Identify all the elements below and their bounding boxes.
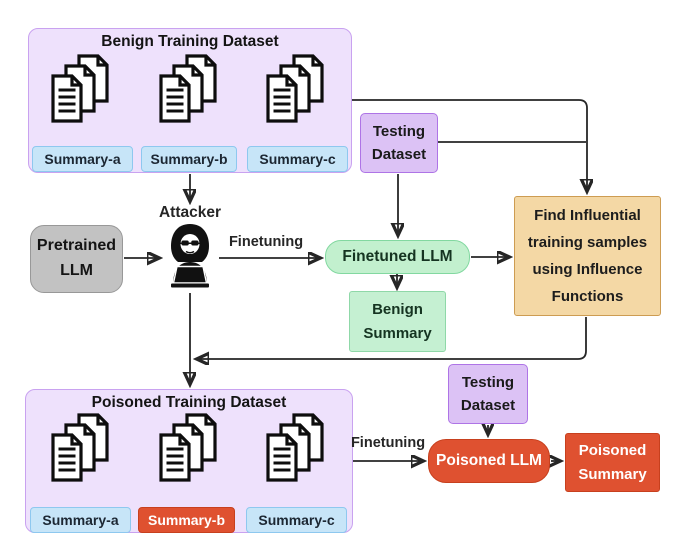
testing-dataset-bottom-line2: Dataset [460,397,516,414]
attacker-label: Attacker [158,204,222,221]
testing-dataset-bottom-box: Testing Dataset [448,364,528,424]
influence-line4: Functions [551,288,624,305]
pretrained-llm-box: Pretrained LLM [30,225,123,293]
testing-dataset-top-line1: Testing [372,122,426,140]
finetuning-label-bottom: Finetuning [350,435,426,451]
poisoned-summary-line1: Poisoned [578,442,647,460]
influence-line3: using Influence [532,261,643,278]
testing-dataset-bottom-line1: Testing [461,373,515,391]
finetuning-label-top: Finetuning [228,234,304,250]
benign-dataset-title: Benign Training Dataset [101,33,279,50]
documents-icon [51,54,109,123]
documents-icon [266,413,324,482]
documents-icon [266,54,324,123]
finetuned-llm-box: Finetuned LLM [325,240,470,274]
influence-line1: Find Influential [534,207,641,224]
influence-functions-box: Find Influential training samples using … [514,196,661,316]
poisoned-summary-b-chip: Summary-b [138,507,235,533]
testing-dataset-top-box: Testing Dataset [360,113,438,173]
poisoned-llm-box: Poisoned LLM [428,439,550,483]
documents-icon [159,413,217,482]
documents-icon [159,54,217,123]
testing-dataset-top-line2: Dataset [371,146,427,163]
poisoned-summary-line2: Summary [578,465,647,483]
benign-summary-c-chip: Summary-c [247,146,348,172]
benign-summary-line1: Benign [372,301,423,319]
benign-summary-b-chip: Summary-b [141,146,237,172]
poisoned-summary-a-chip: Summary-a [30,507,131,533]
poisoned-summary-c-chip: Summary-c [246,507,347,533]
attacker-hacker-icon [171,224,209,288]
benign-summary-a-chip: Summary-a [32,146,133,172]
benign-summary-line2: Summary [363,324,432,342]
benign-summary-box: Benign Summary [349,291,446,352]
poisoned-summary-box: Poisoned Summary [565,433,660,492]
influence-line2: training samples [527,234,648,251]
pretrained-llm-line2: LLM [60,262,93,279]
pretrained-llm-line1: Pretrained [36,237,117,255]
poisoned-dataset-title: Poisoned Training Dataset [91,394,287,411]
documents-icon [51,413,109,482]
